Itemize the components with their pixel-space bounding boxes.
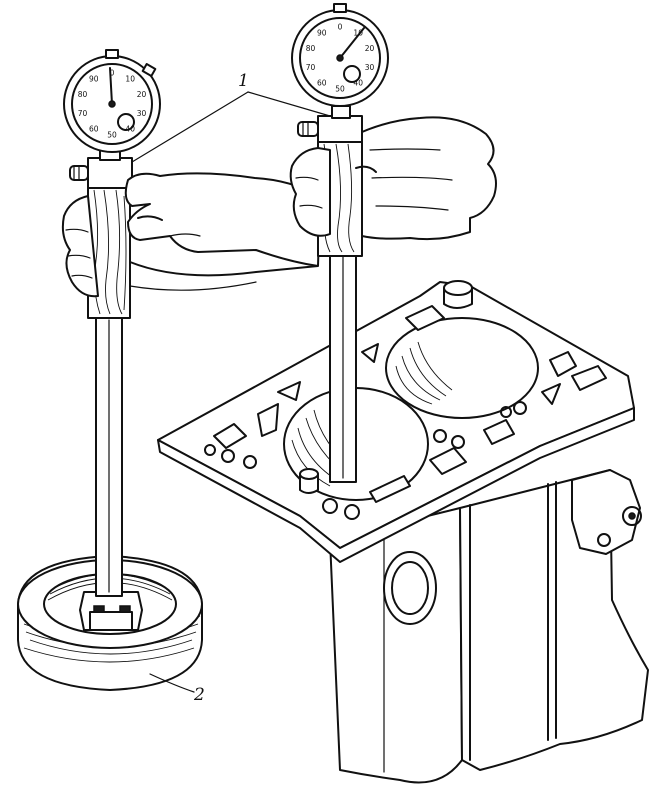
- callout-1-leaders: [131, 91, 331, 163]
- dial-numeral: 10: [353, 28, 363, 37]
- dial-numeral: 20: [365, 44, 375, 53]
- dial-numeral: 0: [338, 23, 343, 32]
- dial-numeral: 70: [78, 109, 88, 118]
- callout-1-label: 1: [238, 71, 249, 91]
- dial-numeral: 80: [306, 44, 316, 53]
- dial-numeral: 80: [78, 90, 88, 99]
- setting-ring: [17, 555, 203, 691]
- callout-2-label: 2: [193, 685, 205, 705]
- dial-numeral: 60: [89, 125, 99, 134]
- dial-numeral: 90: [317, 28, 327, 37]
- right-bore-gauge: [291, 3, 389, 483]
- dial-numeral: 90: [89, 74, 99, 83]
- left-hand: [61, 172, 321, 298]
- dial-numeral: 30: [365, 63, 375, 72]
- dial-numeral: 50: [107, 131, 117, 140]
- right-hand: [289, 116, 497, 241]
- callout-2-leader: [149, 673, 195, 693]
- cylinder-block: [157, 280, 649, 784]
- dial-numeral: 30: [137, 109, 147, 118]
- left-bore-gauge: [63, 49, 161, 597]
- dial-numeral: 50: [335, 85, 345, 94]
- dial-numeral: 0: [110, 69, 115, 78]
- dial-numeral: 70: [306, 63, 316, 72]
- dial-numeral: 20: [137, 90, 147, 99]
- dial-numeral: 40: [353, 79, 363, 88]
- dial-numeral: 60: [317, 79, 327, 88]
- dial-numeral: 10: [125, 74, 135, 83]
- dial-numeral: 40: [125, 125, 135, 134]
